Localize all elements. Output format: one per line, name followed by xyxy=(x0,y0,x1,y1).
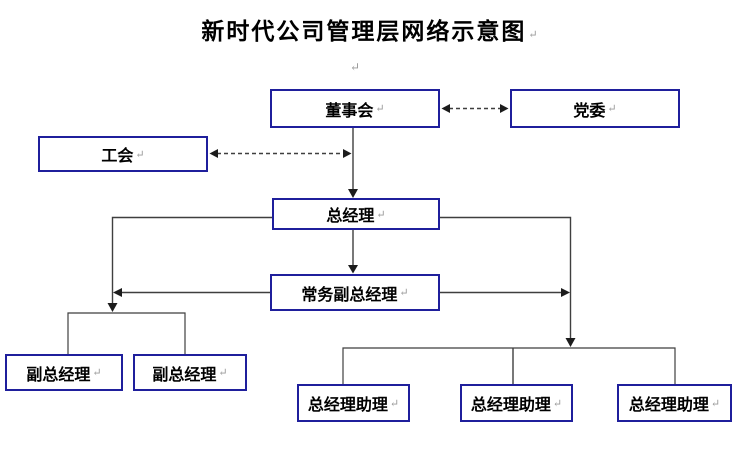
org-node-dgm2: 副总经理↵ xyxy=(133,354,247,391)
page-title: 新时代公司管理层网络示意图↵ xyxy=(0,12,739,46)
org-node-label: 常务副总经理 xyxy=(301,286,398,304)
org-node-dgm1: 副总经理↵ xyxy=(5,354,123,391)
connector-gm-dgm-group xyxy=(107,216,272,312)
paragraph-mark-icon: ↵ xyxy=(375,103,385,115)
org-node-agm1: 总经理助理↵ xyxy=(297,384,410,422)
connector-board-party-dashed xyxy=(441,104,509,113)
org-node-agm2: 总经理助理↵ xyxy=(460,384,573,422)
bracket-agm-group xyxy=(342,347,676,384)
paragraph-mark-icon: ↵ xyxy=(607,103,617,115)
paragraph-mark-icon: ↵ xyxy=(92,367,102,379)
org-node-label: 董事会 xyxy=(325,102,374,120)
connector-board-gm xyxy=(348,128,358,198)
org-node-label: 总经理助理 xyxy=(628,397,709,414)
page-title-text: 新时代公司管理层网络示意图 xyxy=(201,19,527,44)
connector-evp-dgm-group xyxy=(113,288,270,297)
org-node-label: 副总经理 xyxy=(26,366,91,384)
org-node-label: 总经理助理 xyxy=(307,397,388,414)
org-node-gm: 总经理↵ xyxy=(272,198,440,230)
paragraph-mark-icon: ↵ xyxy=(552,397,563,410)
connector-gm-agm-group xyxy=(440,216,576,347)
paragraph-mark-icon: ↵ xyxy=(399,287,409,299)
org-node-label: 副总经理 xyxy=(152,366,217,384)
paragraph-mark-icon: ↵ xyxy=(350,60,361,74)
org-node-label: 总经理 xyxy=(326,208,375,225)
connector-evp-agm-group xyxy=(440,288,570,297)
paragraph-mark-icon: ↵ xyxy=(376,208,386,221)
org-node-party: 党委↵ xyxy=(510,89,680,128)
paragraph-mark-icon: ↵ xyxy=(218,367,228,379)
org-node-agm3: 总经理助理↵ xyxy=(617,384,732,422)
org-node-board: 董事会↵ xyxy=(270,89,440,128)
bracket-dgm-group xyxy=(67,312,186,354)
org-node-label: 党委 xyxy=(573,102,606,120)
paragraph-mark-icon: ↵ xyxy=(389,397,400,410)
org-node-union: 工会↵ xyxy=(38,136,208,172)
org-node-label: 总经理助理 xyxy=(470,397,551,414)
connector-gm-evp xyxy=(348,230,358,274)
org-node-evp: 常务副总经理↵ xyxy=(270,274,440,311)
org-node-label: 工会 xyxy=(101,148,134,165)
paragraph-mark-icon: ↵ xyxy=(710,397,721,410)
paragraph-mark-icon: ↵ xyxy=(135,148,145,161)
paragraph-mark-icon: ↵ xyxy=(528,29,538,41)
connector-union-trunk-dashed xyxy=(209,149,352,158)
